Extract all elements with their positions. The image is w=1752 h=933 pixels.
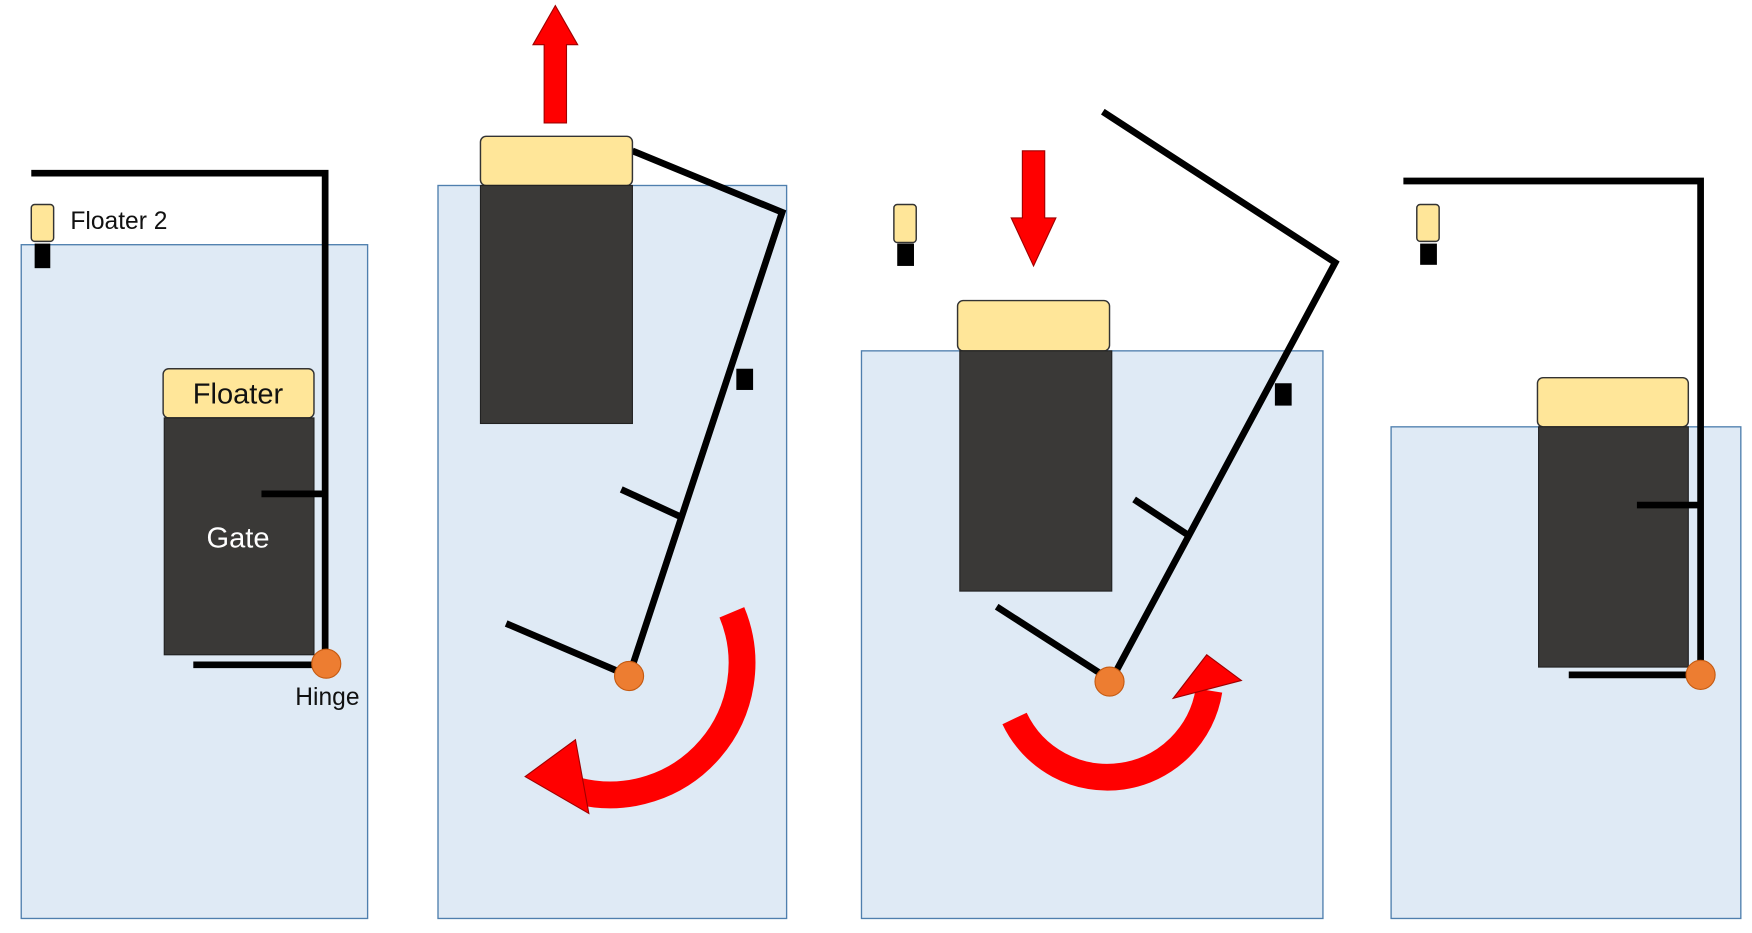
panel-3 [860,108,1340,920]
floater-2 [1416,203,1440,243]
panel-4 [1390,177,1742,920]
panel-1: Floater 2 Floater Gate Hinge [20,169,369,920]
floater-2 [893,203,917,244]
gate-base-bar [994,603,1112,683]
hinge-label: Hinge [295,684,359,711]
gate-label: Gate [207,523,270,555]
floater [479,135,634,187]
floater-2-stop [736,368,754,390]
panel-2 [437,4,788,920]
gate-arm-frame [1403,177,1704,675]
gate-arm-frame [1100,108,1340,681]
gate-bracket [619,486,681,520]
gate [959,350,1113,592]
clockwise-rotation-arrow-icon [1002,688,1223,791]
floater-2 [30,203,55,243]
hinge [1094,666,1125,697]
floater-2-label: Floater 2 [70,208,167,235]
hinge [1685,659,1716,690]
gate-base-bar [504,620,631,680]
floater [1536,376,1690,428]
floater [956,299,1111,352]
hinge [311,648,342,679]
stop-block [1274,383,1292,406]
floater-2-stop [1420,243,1437,265]
gate [479,184,633,425]
up-arrow-icon [532,4,579,124]
gate [1538,426,1689,668]
counterclockwise-rotation-arrow-icon [575,607,756,809]
floater-2-stop [897,243,914,266]
down-arrow-icon [1010,150,1057,268]
gate [163,417,315,656]
rotation-arrowhead-icon [1171,653,1243,700]
rotation-arrowhead-icon [524,738,590,815]
gate-bracket [1132,496,1189,537]
gate-arm-frame [31,169,329,664]
hinge [613,660,645,692]
floater-label: Floater [193,378,284,410]
gate-arm-frame [625,147,787,678]
floater-2-stop [34,243,51,269]
